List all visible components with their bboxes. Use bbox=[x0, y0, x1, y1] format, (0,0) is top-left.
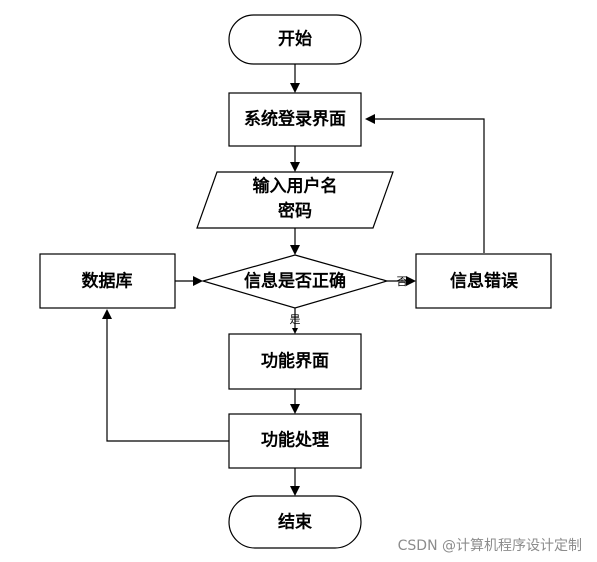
start-terminal bbox=[228, 14, 362, 65]
edge-error-to-login bbox=[372, 118, 485, 253]
input-label-line1: 输入用户名 bbox=[253, 176, 338, 197]
function-ui-box bbox=[228, 333, 362, 390]
node-function-proc: 功能处理 bbox=[228, 413, 362, 469]
arrowhead-login-to-input bbox=[290, 162, 300, 172]
arrowhead-error-to-login bbox=[365, 114, 375, 124]
check-decision-diamond bbox=[200, 254, 390, 309]
error-box bbox=[415, 253, 552, 309]
arrowhead-check-to-function-ui bbox=[292, 328, 298, 334]
node-start: 开始 bbox=[228, 14, 362, 65]
node-login: 系统登录界面 bbox=[228, 92, 362, 147]
function-proc-box bbox=[228, 413, 362, 469]
arrowhead-function-ui-to-proc bbox=[290, 404, 300, 414]
login-process-box bbox=[228, 92, 362, 147]
edge-label-no: 否 bbox=[397, 275, 408, 288]
edge-function-proc-to-database bbox=[106, 316, 229, 442]
arrowhead-function-proc-to-end bbox=[290, 486, 300, 496]
function-ui-label: 功能界面 bbox=[261, 351, 329, 372]
node-input: 输入用户名 密码 bbox=[196, 171, 394, 229]
check-label: 信息是否正确 bbox=[244, 271, 346, 292]
node-end: 结束 bbox=[228, 495, 362, 549]
watermark: CSDN @计算机程序设计定制 bbox=[398, 538, 582, 554]
node-check: 信息是否正确 bbox=[200, 254, 390, 309]
database-label: 数据库 bbox=[82, 271, 133, 292]
node-function-ui: 功能界面 bbox=[228, 333, 362, 390]
edges bbox=[102, 64, 485, 496]
edge-label-yes: 是 bbox=[290, 313, 301, 326]
input-parallelogram bbox=[196, 171, 394, 229]
arrowhead-input-to-check bbox=[290, 245, 300, 255]
node-error: 信息错误 bbox=[415, 253, 552, 309]
node-database: 数据库 bbox=[39, 253, 176, 309]
arrowhead-function-proc-to-database bbox=[102, 309, 112, 319]
arrowhead-check-to-error bbox=[406, 276, 416, 286]
error-label: 信息错误 bbox=[450, 271, 519, 292]
input-label-line2: 密码 bbox=[278, 201, 312, 222]
start-label: 开始 bbox=[278, 29, 312, 50]
arrowhead-start-to-login bbox=[290, 83, 300, 93]
function-proc-label: 功能处理 bbox=[261, 430, 329, 451]
end-terminal bbox=[228, 495, 362, 549]
database-box bbox=[39, 253, 176, 309]
arrowhead-database-to-check bbox=[193, 276, 203, 286]
login-label: 系统登录界面 bbox=[244, 109, 346, 130]
end-label: 结束 bbox=[278, 512, 312, 533]
